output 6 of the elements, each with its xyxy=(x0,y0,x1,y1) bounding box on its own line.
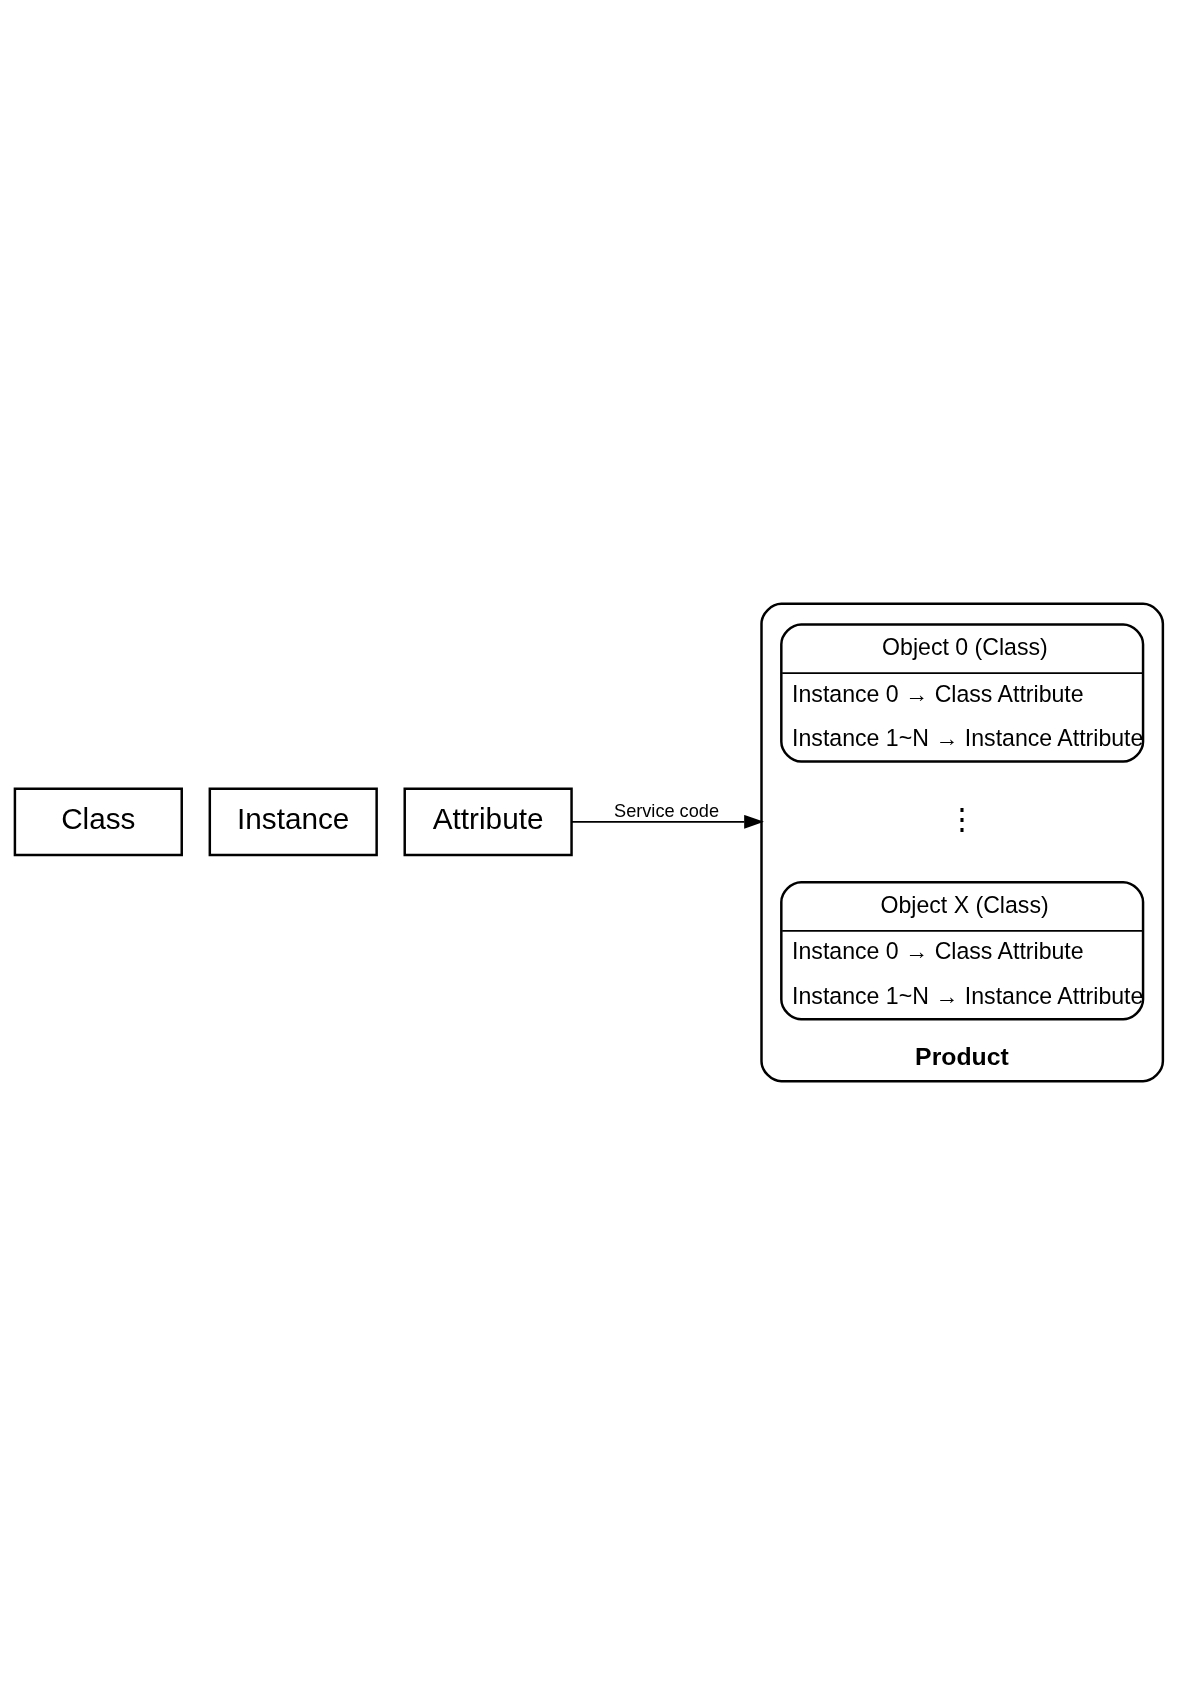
node-box: Attribute xyxy=(403,787,573,856)
node-box: Class xyxy=(13,787,183,856)
edge-label: Service code xyxy=(614,800,720,821)
label: ⋮ xyxy=(947,801,978,835)
arrow xyxy=(570,814,764,829)
node-box: Instance xyxy=(208,787,378,856)
